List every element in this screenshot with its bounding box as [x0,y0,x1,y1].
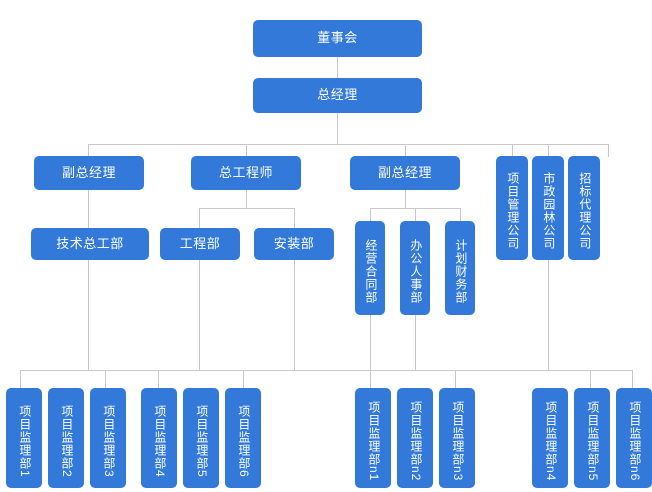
connector-board-to-gm [337,56,338,79]
connector-level3-bus [88,144,608,145]
connector-deputy2-stem [405,190,406,208]
connector-drop-company-bidding [608,144,609,157]
node-company-landscape[interactable]: 市政园林公司 [532,156,564,260]
supervision-department-index: n3 [450,465,465,482]
supervision-department-label: 项目监理部 [194,404,209,470]
connector-chief-stem [246,190,247,208]
supervision-department-index: n1 [366,465,381,482]
node-deputy-gm-2[interactable]: 副总经理 [350,156,460,190]
supervision-department-label: 项目监理部 [366,400,381,466]
supervision-department-label: 项目监理部 [585,400,600,466]
node-dept-installation[interactable]: 安装部 [254,228,334,260]
supervision-department-index: n5 [585,465,600,482]
supervision-department-label: 项目监理部 [17,404,32,470]
connector-tech-to-bottom [88,260,89,370]
connector-chief-bus [199,208,294,209]
supervision-department-index: 1 [17,469,32,478]
supervision-department-label: 项目监理部 [59,404,74,470]
node-general-manager[interactable]: 总经理 [253,78,422,113]
supervision-department-index: 2 [59,469,74,478]
connector-drop-finance [460,208,461,221]
node-dept-hr[interactable]: 办公人事部 [400,221,430,315]
supervision-department-index: n4 [543,465,558,482]
connector-bottom-drop-right-end [632,370,633,388]
connector-bottom-bus [20,370,632,371]
node-dept-contract[interactable]: 经营合同部 [355,221,385,315]
supervision-department-label: 项目监理部 [236,404,251,470]
connector-drop-installation [294,208,295,228]
connector-engineering-to-bottom [199,260,200,370]
supervision-department-index: 5 [194,469,209,478]
node-dept-finance[interactable]: 计划财务部 [445,221,475,315]
supervision-department-index: 6 [236,469,251,478]
connector-drop-chief-engineer [246,144,247,157]
node-company-bidding-agent[interactable]: 招标代理公司 [568,156,600,260]
connector-bottom-drop-3 [105,370,106,388]
connector-drop-company-pm [512,144,513,157]
supervision-department-index: n6 [627,465,642,482]
connector-bottom-drop-5 [158,370,159,388]
connector-gm-stem [337,112,338,144]
connector-installation-to-bottom [294,260,295,370]
node-dept-engineering[interactable]: 工程部 [160,228,240,260]
connector-drop-hr [415,208,416,221]
supervision-department-label: 项目监理部 [543,400,558,466]
supervision-department-index: 4 [152,469,167,478]
node-company-project-management[interactable]: 项目管理公司 [496,156,528,260]
supervision-department-label: 项目监理部 [450,400,465,466]
connector-bottom-drop-n1 [370,370,371,388]
connector-drop-deputy2 [405,144,406,157]
supervision-department-label: 项目监理部 [408,400,423,466]
connector-bottom-drop-n5 [590,370,591,388]
supervision-department-index: 3 [101,469,116,478]
connector-drop-company-landscape [548,144,549,157]
node-board[interactable]: 董事会 [253,20,422,57]
connector-bottom-drop-n3 [455,370,456,388]
connector-drop-engineering [199,208,200,228]
node-deputy-gm-1[interactable]: 副总经理 [34,156,144,190]
node-chief-engineer[interactable]: 总工程师 [191,156,301,190]
connector-drop-deputy1 [88,144,89,157]
connector-drop-contract [370,208,371,221]
connector-hr-to-bottom [415,315,416,370]
connector-deputy1-to-tech [88,190,89,228]
connector-bottom-drop-6 [243,370,244,388]
node-dept-technical[interactable]: 技术总工部 [31,228,149,260]
connector-contract-to-bottom [370,315,371,370]
supervision-department-label: 项目监理部 [627,400,642,466]
supervision-department-index: n2 [408,465,423,482]
connector-company-landscape-to-bottom [548,260,549,370]
supervision-department-label: 项目监理部 [101,404,116,470]
supervision-department-label: 项目监理部 [152,404,167,470]
connector-bottom-drop-1 [20,370,21,388]
